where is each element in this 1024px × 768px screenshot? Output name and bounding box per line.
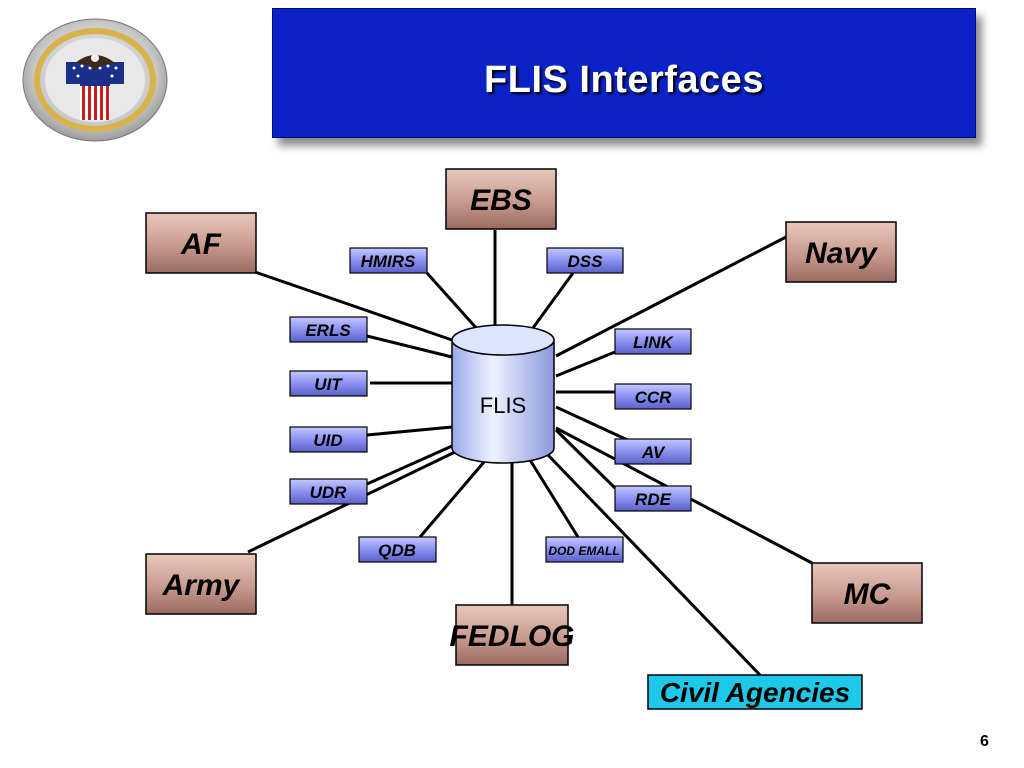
node-av: AV: [614, 438, 692, 465]
node-erls: ERLS: [289, 316, 368, 343]
node-army-label: Army: [162, 569, 241, 602]
node-uit: UIT: [289, 370, 368, 397]
node-civil-label: Civil Agencies: [660, 677, 850, 708]
node-dss: DSS: [546, 247, 624, 274]
node-hmirs-label: HMIRS: [361, 252, 416, 271]
connector-navy: [555, 235, 787, 358]
node-ccr-label: CCR: [635, 388, 673, 407]
node-ebs-label: EBS: [470, 184, 532, 217]
connector-civil: [546, 453, 762, 677]
node-udr: UDR: [289, 478, 368, 505]
node-hmirs: HMIRS: [349, 247, 428, 274]
page-title: FLIS Interfaces: [484, 59, 764, 101]
node-rde: RDE: [614, 485, 692, 512]
node-link: LINK: [614, 328, 692, 355]
hub-label: FLIS: [480, 393, 526, 418]
flis-hub: FLIS: [451, 324, 555, 464]
node-uid-label: UID: [313, 431, 342, 450]
node-udr-label: UDR: [310, 483, 348, 502]
node-mc-label: MC: [844, 578, 892, 611]
agency-seal-logo: [22, 18, 168, 142]
node-dod-emall: DOD EMALL: [545, 536, 624, 563]
node-mc: MC: [811, 562, 923, 624]
node-link-label: LINK: [633, 333, 674, 352]
node-civil-agencies: Civil Agencies: [647, 674, 863, 710]
connector-dodemall: [528, 459, 580, 538]
node-ebs: EBS: [445, 168, 557, 230]
node-fedlog: FEDLOG: [450, 604, 575, 666]
connector-qdb: [418, 461, 486, 538]
connector-rde: [554, 428, 617, 490]
connector-uid: [366, 425, 453, 437]
node-uit-label: UIT: [314, 375, 343, 394]
node-dodemall-label: DOD EMALL: [548, 544, 619, 558]
node-qdb-label: QDB: [378, 541, 416, 560]
node-erls-label: ERLS: [305, 321, 351, 340]
node-army: Army: [145, 553, 257, 615]
node-qdb: QDB: [358, 536, 437, 563]
title-banner: FLIS Interfaces: [272, 8, 976, 138]
connector-link: [555, 350, 616, 378]
node-rde-label: RDE: [635, 490, 672, 509]
connector-erls: [366, 334, 453, 359]
node-dss-label: DSS: [568, 252, 604, 271]
node-navy-label: Navy: [805, 237, 878, 270]
node-af-label: AF: [180, 228, 222, 261]
connector-av: [555, 405, 633, 444]
connector-udr: [366, 444, 453, 486]
node-af: AF: [145, 212, 257, 274]
node-uid: UID: [289, 426, 368, 453]
node-ccr: CCR: [614, 383, 692, 410]
connector-hmirs: [425, 271, 480, 332]
connector-lines: [247, 230, 813, 677]
connector-af: [254, 270, 453, 342]
node-fedlog-label: FEDLOG: [450, 620, 575, 653]
page-number: 6: [980, 733, 989, 750]
connector-dss: [528, 272, 575, 333]
node-av-label: AV: [641, 443, 666, 462]
node-navy: Navy: [785, 221, 897, 283]
